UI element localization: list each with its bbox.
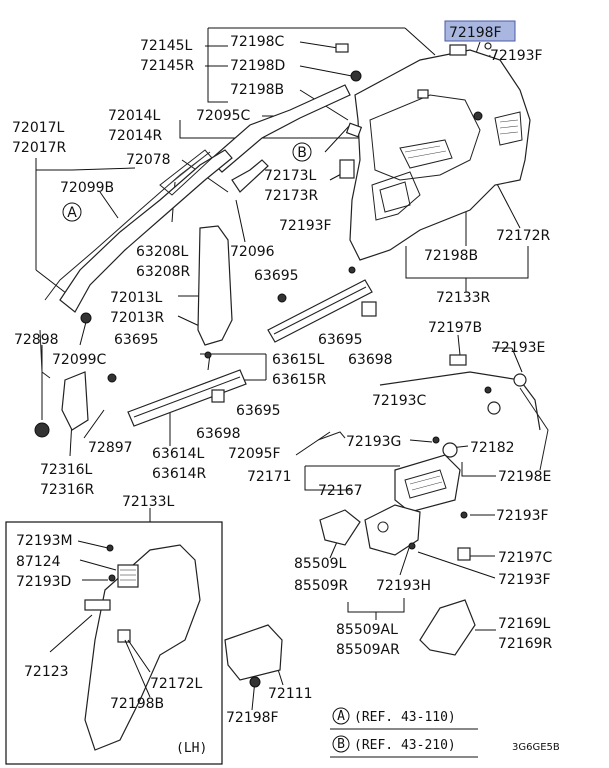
part-label-72017L[interactable]: 72017L	[12, 120, 65, 136]
part-label-72198E[interactable]: 72198E	[498, 469, 551, 485]
center-pillar-trim	[197, 225, 233, 346]
part-label-72198B-inset[interactable]: 72198B	[110, 696, 164, 712]
part-label-72173R[interactable]: 72173R	[264, 188, 319, 204]
part-label-72099B[interactable]: 72099B	[60, 180, 114, 196]
part-label-85509AL[interactable]: 85509AL	[336, 622, 398, 638]
part-label-72198F-highlighted[interactable]: 72198F	[449, 25, 502, 41]
part-label-63615L[interactable]: 63615L	[272, 352, 325, 368]
part-label-72111[interactable]: 72111	[268, 686, 313, 702]
console-72167	[394, 454, 461, 513]
part-label-72198B-mid[interactable]: 72198B	[424, 248, 478, 264]
part-label-72013L[interactable]: 72013L	[110, 290, 163, 306]
reference-notes: A (REF. 43-110) B (REF. 43-210) 3G6GE5B	[330, 707, 560, 758]
part-label-72171[interactable]: 72171	[247, 469, 292, 485]
part-label-72193F-mid[interactable]: 72193F	[279, 218, 332, 234]
part-label-72133R[interactable]: 72133R	[436, 290, 491, 306]
inset-side-label: (LH)	[176, 741, 207, 756]
marker-b: B	[292, 142, 312, 162]
pillar-trim-72014	[209, 84, 351, 173]
part-label-63615R[interactable]: 63615R	[272, 372, 327, 388]
part-sketches	[34, 42, 549, 688]
part-label-72095C[interactable]: 72095C	[196, 108, 251, 124]
quarter-trim-lh	[84, 544, 201, 751]
part-label-72017R[interactable]: 72017R	[12, 140, 67, 156]
part-label-72014L[interactable]: 72014L	[108, 108, 161, 124]
part-label-85509R[interactable]: 85509R	[294, 578, 349, 594]
part-label-72198D[interactable]: 72198D	[230, 58, 285, 74]
part-label-87124[interactable]: 87124	[16, 554, 61, 570]
part-label-72193E[interactable]: 72193E	[492, 340, 545, 356]
part-label-72095F[interactable]: 72095F	[228, 446, 281, 462]
part-label-72198F-bottom[interactable]: 72198F	[226, 710, 279, 726]
molding-72096	[231, 159, 269, 193]
part-label-72123[interactable]: 72123	[24, 664, 69, 680]
part-label-72099C[interactable]: 72099C	[52, 352, 107, 368]
part-label-72193F-right1[interactable]: 72193F	[496, 508, 549, 524]
part-label-72145L[interactable]: 72145L	[140, 38, 193, 54]
part-label-72316R[interactable]: 72316R	[40, 482, 95, 498]
scuff-plate-63614	[127, 369, 247, 427]
part-label-72193F-right2[interactable]: 72193F	[498, 572, 551, 588]
ref-b-marker: B	[337, 737, 345, 752]
bracket-72111	[224, 624, 283, 681]
part-label-63695-c[interactable]: 63695	[318, 332, 363, 348]
quarter-trim-rh	[349, 49, 531, 261]
part-labels: 72198F 72193F 72145L 72145R 72198C 72198…	[12, 25, 553, 756]
part-label-63698-a[interactable]: 63698	[348, 352, 393, 368]
part-label-72193G[interactable]: 72193G	[346, 434, 401, 450]
part-label-72169R[interactable]: 72169R	[498, 636, 553, 652]
part-label-72193C[interactable]: 72193C	[372, 393, 427, 409]
part-label-72198B-top[interactable]: 72198B	[230, 82, 284, 98]
part-label-63614L[interactable]: 63614L	[152, 446, 205, 462]
part-label-72145R[interactable]: 72145R	[140, 58, 195, 74]
cover-85509	[319, 509, 361, 546]
part-label-72133L[interactable]: 72133L	[122, 494, 175, 510]
part-label-72193H[interactable]: 72193H	[376, 578, 431, 594]
part-label-72182[interactable]: 72182	[470, 440, 515, 456]
ref-b-text: (REF. 43-210)	[354, 738, 456, 753]
part-label-63208R[interactable]: 63208R	[136, 264, 191, 280]
part-label-72173L[interactable]: 72173L	[264, 168, 317, 184]
part-label-72169L[interactable]: 72169L	[498, 616, 551, 632]
part-label-72172R[interactable]: 72172R	[496, 228, 551, 244]
part-label-72014R[interactable]: 72014R	[108, 128, 163, 144]
part-label-72897[interactable]: 72897	[88, 440, 133, 456]
inset-lh	[5, 521, 223, 765]
ref-a-text: (REF. 43-110)	[354, 710, 456, 725]
marker-b-text: B	[297, 145, 307, 161]
trim-72316	[61, 371, 89, 431]
part-label-85509L[interactable]: 85509L	[294, 556, 347, 572]
part-label-72898[interactable]: 72898	[14, 332, 59, 348]
part-label-85509AR[interactable]: 85509AR	[336, 642, 400, 658]
part-label-72078[interactable]: 72078	[126, 152, 171, 168]
part-label-72197C[interactable]: 72197C	[498, 550, 553, 566]
part-label-72198C[interactable]: 72198C	[230, 34, 285, 50]
part-label-72193D[interactable]: 72193D	[16, 574, 71, 590]
diagram-code: 3G6GE5B	[512, 742, 560, 753]
part-label-63208L[interactable]: 63208L	[136, 244, 189, 260]
cover-85509A	[364, 504, 421, 556]
highlight-box	[444, 20, 516, 42]
part-label-72096[interactable]: 72096	[230, 244, 275, 260]
part-label-63695-b[interactable]: 63695	[114, 332, 159, 348]
part-label-72316L[interactable]: 72316L	[40, 462, 93, 478]
part-label-72172L[interactable]: 72172L	[150, 676, 203, 692]
part-label-72013R[interactable]: 72013R	[110, 310, 165, 326]
part-label-72167[interactable]: 72167	[318, 483, 363, 499]
part-label-72193M[interactable]: 72193M	[16, 533, 73, 549]
part-label-63695-a[interactable]: 63695	[254, 268, 299, 284]
part-label-72193F-top[interactable]: 72193F	[490, 48, 543, 64]
part-label-63695-d[interactable]: 63695	[236, 403, 281, 419]
ref-a-marker: A	[337, 709, 345, 724]
marker-a-text: A	[67, 205, 77, 221]
marker-a: A	[62, 202, 82, 222]
part-label-63698-b[interactable]: 63698	[196, 426, 241, 442]
part-label-72197B[interactable]: 72197B	[428, 320, 482, 336]
part-label-63614R[interactable]: 63614R	[152, 466, 207, 482]
cover-72169	[419, 599, 476, 656]
pillar-trim-72017	[59, 149, 233, 313]
